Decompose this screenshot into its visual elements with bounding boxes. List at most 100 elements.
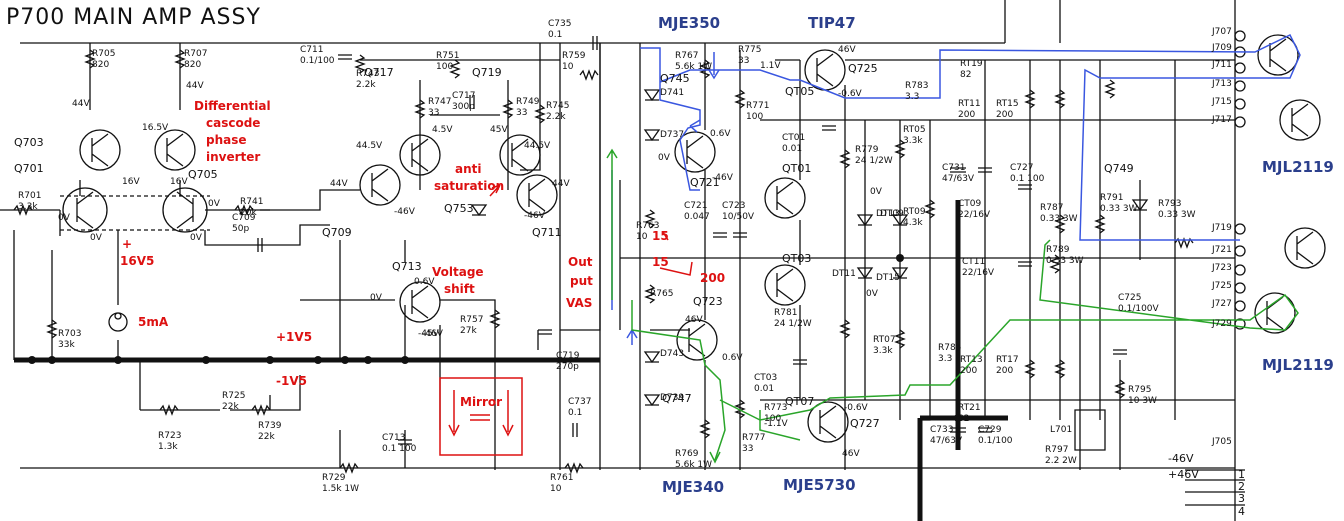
label-resistor-r771: R771 [746,101,769,111]
value-cap-c709: 50p [232,224,249,234]
value-resistor-r703: 33k [58,340,75,350]
label-cap-c713: C713 [382,433,405,443]
capacitor-symbols-right [713,125,1127,433]
transistor-symbols [62,34,1326,443]
label-resistor-r777: R777 [742,433,765,443]
label-resistor-r785: R785 [938,343,961,353]
resistor-symbols [13,49,599,474]
value-resistor-r723: 1.3k [158,442,178,452]
value-cap-c721: 0.047 [684,212,710,222]
driver-stage-wiring [619,43,1235,470]
value-resistor-r773: 100 [764,414,781,424]
annot-voltage: Voltage [432,265,484,279]
label-cap-ct01: CT01 [782,133,805,143]
value-resistor-r797: 2.2 2W [1045,456,1077,466]
input-stage-wiring [0,43,601,470]
ground-bus [14,200,1008,521]
label-diode-dt09: DT09 [880,209,904,219]
label-resistor-r739: R739 [258,421,282,431]
value-cap-c711: 0.1/100 [300,56,335,66]
value-cap-c729: 0.1/100 [978,436,1013,446]
value-resistor-r729: 1.5k 1W [322,484,359,494]
label-cap-ct11: CT11 [962,257,985,267]
annot-r15b: 15 [652,255,669,269]
label-mjl2119-bottom: MJL2119 [1262,356,1334,374]
supply-neg: -46V [1168,452,1194,465]
label-q705: Q705 [188,168,218,181]
voltage-reading-22: -46V [712,173,734,183]
value-resistor-r767: 5.6k 1W [675,62,712,72]
label-cap-c737: C737 [568,397,591,407]
connector-j713: J713 [1211,79,1232,89]
value-resistor-r707: 820 [184,60,201,70]
voltage-reading-4: 16V [170,177,188,187]
value-resistor-r739: 22k [258,432,275,442]
voltage-reading-31: 0V [870,187,883,197]
value-cap-ct03: 0.01 [754,384,774,394]
label-mjl2119-top: MJL2119 [1262,158,1334,176]
label-resistor-r749: R749 [516,97,540,107]
label-resistor-r743: R743 [356,69,379,79]
value-resistor-r757: 27k [460,326,477,336]
green-signal-path [606,148,1299,464]
voltage-reading-7: 0V [90,233,103,243]
conn-pin-3: 3 [1238,492,1245,505]
label-cap-c733: C733 [930,425,953,435]
label-q749: Q749 [1104,162,1134,175]
current-source-symbol [108,312,128,332]
value-resistor-r747: 33 [428,108,439,118]
label-cap-c709: C709 [232,213,256,223]
label-cap-ct03: CT03 [754,373,777,383]
voltage-reading-20: -45V [418,329,440,339]
label-cap-c719: C719 [556,351,580,361]
label-diode-dt13: DT13 [876,209,900,219]
value-resistor-r705: 820 [92,60,109,70]
label-mje340: MJE340 [662,478,724,496]
voltage-reading-8: 0V [190,233,203,243]
conn-pin-2: 2 [1238,480,1245,493]
label-cap-c735: C735 [548,19,571,29]
label-resistor-rt11: RT11 [958,99,981,109]
label-resistor-r763: R763 [636,221,659,231]
label-resistor-r773: R773 [764,403,787,413]
voltage-reading-5: 0V [58,213,71,223]
label-q725: Q725 [848,62,878,75]
junction-dots [28,254,962,422]
voltage-reading-17: -46V [422,329,444,339]
annot-out: Out [568,255,593,269]
label-cap-c727: C727 [1010,163,1033,173]
label-qt07: QT07 [785,395,814,408]
value-resistor-r749: 33 [516,108,527,118]
value-resistor-rt07: 3.3k [873,346,893,356]
label-q717: Q717 [364,66,394,79]
value-resistor-r775: 33 [738,56,749,66]
voltage-reading-14: -46V [394,207,416,217]
label-resistor-rt15: RT15 [996,99,1019,109]
voltage-reading-6: 0V [208,199,221,209]
voltage-reading-15: -46V [524,211,546,221]
label-q701: Q701 [14,162,44,175]
annot-shift: shift [444,282,475,296]
value-resistor-rt09: 4.3k [903,218,923,228]
value-resistor-r769: 5.6k 1W [675,460,712,470]
value-cap-ct11: 22/16V [962,268,995,278]
value-resistor-r779: 24 1/2W [855,156,893,166]
value-resistor-r741: 20k [240,208,257,218]
connector-j729: J729 [1211,319,1232,329]
label-cap-c723: C723 [722,201,745,211]
value-resistor-r701: 3.3k [18,202,38,212]
value-cap-c727: 0.1 100 [1010,174,1045,184]
label-cap-c711: C711 [300,45,323,55]
label-resistor-rt13: RT13 [960,355,983,365]
voltage-reading-2: 16.5V [142,123,169,133]
diode-symbols [470,89,1149,407]
label-diode-d741: D741 [660,88,684,98]
label-resistor-r751: R751 [436,51,459,61]
voltage-reading-26: -1.1V [764,419,789,429]
voltage-reading-21: 0.6V [710,129,731,139]
label-resistor-r797: R797 [1045,445,1068,455]
voltage-reading-33: 46V [842,449,860,459]
annot-mirror: Mirror [460,395,502,409]
value-resistor-r789: 0.33 3W [1046,256,1084,266]
